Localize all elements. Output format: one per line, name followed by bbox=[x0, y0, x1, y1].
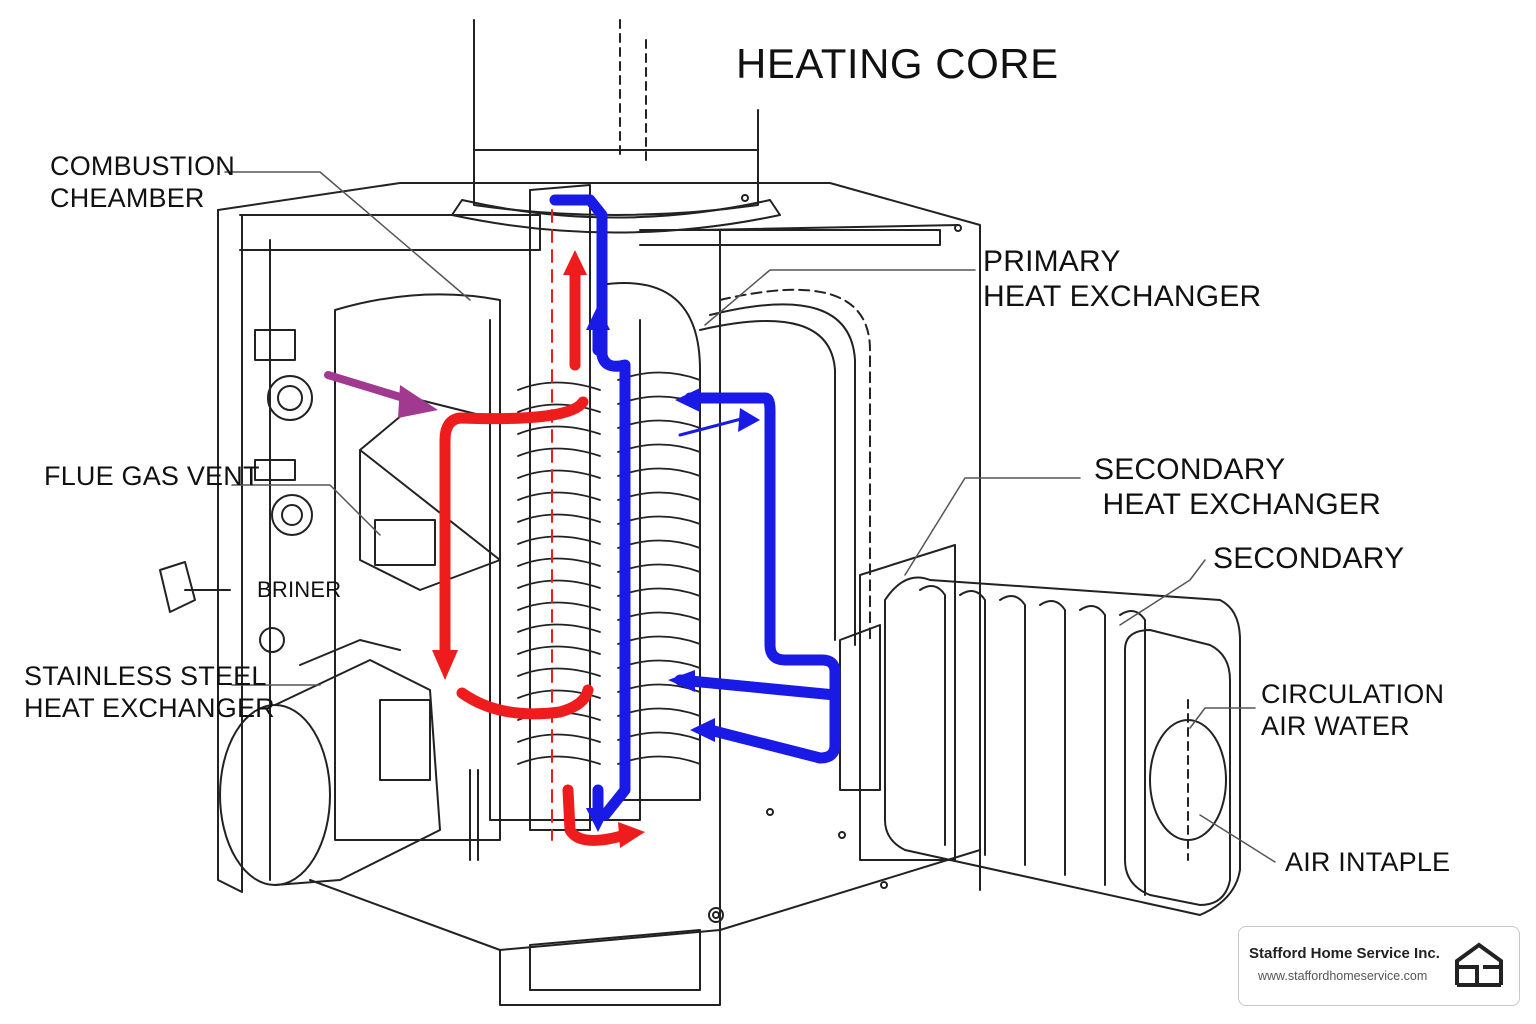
cold-arrowhead-left-mid bbox=[668, 670, 695, 692]
hot-arrowhead-down bbox=[432, 650, 458, 680]
label-secondary: SECONDARY bbox=[1213, 542, 1405, 575]
hot-arrowhead-up bbox=[563, 250, 587, 275]
cold-arrowhead-up bbox=[586, 305, 610, 330]
hot-flow-arrows bbox=[439, 264, 631, 846]
cold-arrowhead-left-low bbox=[690, 718, 715, 742]
cold-arrowhead-down bbox=[586, 808, 610, 832]
boiler-cabinet bbox=[217, 182, 981, 1006]
brand-card: Stafford Home Service Inc. www.staffordh… bbox=[1238, 926, 1520, 1006]
secondary-duct bbox=[699, 288, 871, 646]
label-flue-gas-vent: FLUE GAS VENT bbox=[44, 461, 260, 491]
burner-blower bbox=[219, 639, 479, 886]
label-briner: BRINER bbox=[257, 577, 342, 602]
control-valves bbox=[159, 329, 313, 653]
hot-arrowhead-right bbox=[618, 822, 645, 848]
brand-url: www.staffordhomeservice.com bbox=[1258, 969, 1428, 983]
leader-lines bbox=[224, 171, 1276, 863]
house-logo-icon bbox=[1455, 942, 1503, 987]
label-combustion-chamber: COMBUSTION CHEAMBER bbox=[50, 151, 236, 213]
cold-flow-arrows bbox=[549, 194, 841, 821]
label-primary-heat-exchanger: PRIMARY HEAT EXCHANGER bbox=[983, 245, 1262, 313]
secondary-heat-exchanger bbox=[839, 544, 1241, 916]
label-stainless-steel-heat-exchanger: STAINLESS STEEL HEAT EXCHANGER bbox=[24, 661, 275, 723]
combustion-chamber bbox=[334, 293, 501, 841]
label-secondary-heat-exchanger: SECONDARY HEAT EXCHANGER bbox=[1094, 453, 1381, 521]
diagram-title: HEATING CORE bbox=[736, 40, 1059, 87]
air-flow-arrow bbox=[324, 371, 414, 404]
air-arrowhead bbox=[398, 385, 438, 418]
cold-thin-arrow bbox=[678, 416, 747, 437]
cold-arrowhead-left-top bbox=[675, 388, 700, 412]
coil-fins bbox=[517, 371, 701, 765]
brand-company-name: Stafford Home Service Inc. bbox=[1249, 945, 1440, 962]
label-circulation-air-water: CIRCULATION AIR WATER bbox=[1261, 679, 1445, 741]
flue-pipe bbox=[451, 19, 781, 234]
label-air-intake: AIR INTAPLE bbox=[1285, 847, 1451, 877]
cold-arrowhead-right bbox=[738, 408, 760, 432]
